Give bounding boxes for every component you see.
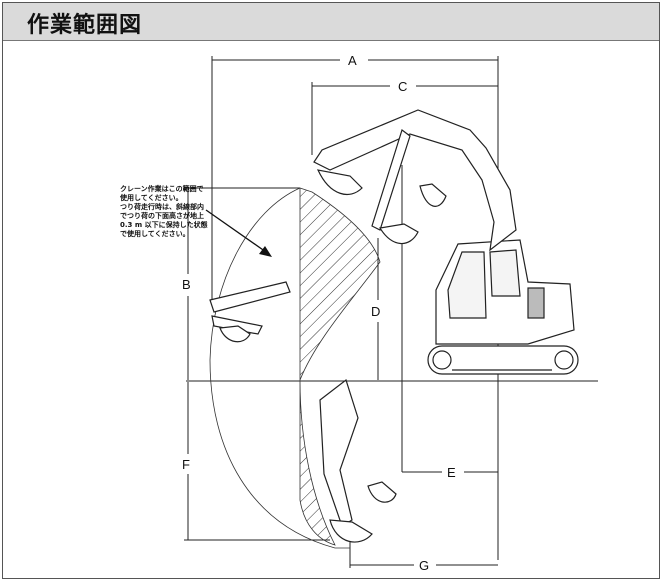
note-line-6: で使用してください。 [120, 229, 190, 238]
label-a: A [348, 53, 357, 68]
label-d: D [371, 304, 380, 319]
note-line-2: 使用してください。 [119, 193, 183, 202]
label-c: C [398, 79, 407, 94]
dimension-f [184, 382, 330, 541]
label-f: F [182, 457, 190, 472]
note-line-4: でつり荷の下面高さが地上 [120, 211, 204, 220]
hatched-zone [299, 187, 381, 546]
label-g: G [419, 558, 429, 573]
note-line-3: つり荷走行時は、斜線部内 [120, 202, 204, 211]
dimension-c [311, 82, 498, 155]
dimension-g [349, 540, 498, 568]
working-range-envelope [209, 187, 350, 549]
header-bar: 作業範囲図 [3, 3, 659, 41]
page-title: 作業範囲図 [27, 13, 143, 38]
dimension-e [401, 165, 498, 473]
dimension-b [184, 187, 300, 380]
label-b: B [182, 277, 191, 292]
note-line-1: クレーン作業はこの範囲で [120, 184, 204, 193]
note-arrow [205, 209, 272, 257]
excavator-illustration [209, 109, 579, 543]
note-line-5: 0.3 m 以下に保持した状態 [120, 220, 208, 229]
crane-usage-note: クレーン作業はこの範囲で 使用してください。 つり荷走行時は、斜線部内 でつり荷… [119, 184, 208, 238]
label-e: E [447, 465, 456, 480]
